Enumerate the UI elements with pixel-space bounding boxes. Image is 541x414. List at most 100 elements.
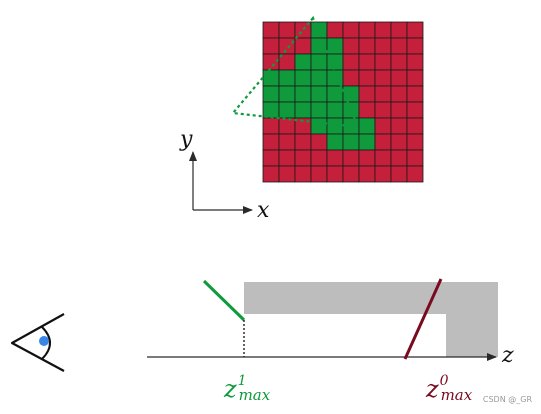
grid-cell bbox=[278, 133, 296, 151]
triangle-outline bbox=[230, 15, 360, 129]
grid-cell bbox=[358, 21, 376, 39]
y-axis-label: y bbox=[179, 127, 193, 152]
grid-cell bbox=[294, 165, 312, 183]
grid-cell bbox=[310, 85, 328, 103]
grid-cell bbox=[342, 165, 360, 183]
grid-cell bbox=[358, 101, 376, 119]
grid-cell bbox=[310, 149, 328, 167]
grid-cell bbox=[390, 165, 408, 183]
grid-cell bbox=[406, 149, 424, 167]
grid-cell bbox=[278, 149, 296, 167]
grid-cell bbox=[374, 133, 392, 151]
grid-cell bbox=[358, 85, 376, 103]
grid-cell bbox=[310, 117, 328, 135]
grid-cell bbox=[294, 133, 312, 151]
grid-cell bbox=[358, 53, 376, 71]
grid-cell bbox=[310, 69, 328, 87]
grid-cell bbox=[374, 149, 392, 167]
grid-cell bbox=[358, 149, 376, 167]
grid-cell bbox=[326, 133, 344, 151]
grid-cell bbox=[262, 85, 280, 103]
grid-cell bbox=[406, 85, 424, 103]
grid-cell bbox=[342, 101, 360, 119]
occluded-region bbox=[244, 282, 498, 357]
grid-cell bbox=[294, 53, 312, 71]
grid-cell bbox=[326, 21, 344, 39]
watermark: CSDN @_GR bbox=[483, 395, 533, 404]
grid-cell bbox=[310, 101, 328, 119]
grid-cell bbox=[326, 101, 344, 119]
eye-iris bbox=[39, 336, 49, 346]
grid-cell bbox=[278, 165, 296, 183]
grid-cell bbox=[326, 37, 344, 55]
grid-cell bbox=[342, 53, 360, 71]
grid-cell bbox=[406, 69, 424, 87]
grid-cell bbox=[294, 85, 312, 103]
grid-cell bbox=[262, 21, 280, 39]
grid-cell bbox=[262, 53, 280, 71]
grid-cell bbox=[374, 101, 392, 119]
darkred-surface-line bbox=[403, 278, 443, 360]
grid-cell bbox=[390, 133, 408, 151]
grid-cell bbox=[278, 69, 296, 87]
grid-cell bbox=[342, 37, 360, 55]
grid-cell bbox=[406, 101, 424, 119]
grid-cell bbox=[278, 117, 296, 135]
grid-cell bbox=[294, 37, 312, 55]
grid-cell bbox=[374, 53, 392, 71]
grid-cell bbox=[294, 149, 312, 167]
grid-cell bbox=[358, 117, 376, 135]
grid-cell bbox=[358, 165, 376, 183]
green-surface-line bbox=[202, 279, 246, 322]
grid-cell bbox=[406, 21, 424, 39]
grid-cell bbox=[358, 69, 376, 87]
grid-cell bbox=[262, 133, 280, 151]
x-axis-label: x bbox=[257, 198, 270, 223]
grid-cell bbox=[278, 85, 296, 103]
grid-cell bbox=[310, 53, 328, 71]
grid-cell bbox=[326, 149, 344, 167]
grid-cell bbox=[358, 133, 376, 151]
grid-cell bbox=[406, 117, 424, 135]
grid-cell bbox=[374, 117, 392, 135]
grid-cell bbox=[294, 101, 312, 119]
grid-cell bbox=[390, 53, 408, 71]
eye-icon bbox=[10, 313, 65, 372]
grid-cell bbox=[262, 37, 280, 55]
grid-cell bbox=[406, 133, 424, 151]
grid-cell bbox=[406, 53, 424, 71]
grid-cell bbox=[374, 165, 392, 183]
grid-cell bbox=[342, 149, 360, 167]
grid-cell bbox=[374, 21, 392, 39]
grid-cell bbox=[262, 165, 280, 183]
grid-cell bbox=[310, 165, 328, 183]
grid-cell bbox=[326, 165, 344, 183]
grid-cell bbox=[294, 69, 312, 87]
grid-cell bbox=[374, 37, 392, 55]
grid-cell bbox=[374, 85, 392, 103]
grid-cell bbox=[326, 117, 344, 135]
grid-cell bbox=[342, 85, 360, 103]
grid-cell bbox=[390, 21, 408, 39]
z-axis-label: z bbox=[501, 343, 514, 368]
grid-cell bbox=[278, 37, 296, 55]
grid-cell bbox=[374, 69, 392, 87]
grid-cell bbox=[358, 37, 376, 55]
grid-cell bbox=[342, 133, 360, 151]
grid-cell bbox=[278, 21, 296, 39]
grid-cell bbox=[262, 149, 280, 167]
grid-cell bbox=[406, 165, 424, 183]
grid-cell bbox=[406, 37, 424, 55]
grid-cell bbox=[262, 117, 280, 135]
grid-cell bbox=[390, 101, 408, 119]
pixel-grid bbox=[262, 21, 424, 183]
grid-cell bbox=[342, 21, 360, 39]
grid-cell bbox=[342, 69, 360, 87]
grid-cell bbox=[278, 101, 296, 119]
grid-cell bbox=[390, 117, 408, 135]
grid-cell bbox=[310, 133, 328, 151]
grid-cell bbox=[262, 69, 280, 87]
